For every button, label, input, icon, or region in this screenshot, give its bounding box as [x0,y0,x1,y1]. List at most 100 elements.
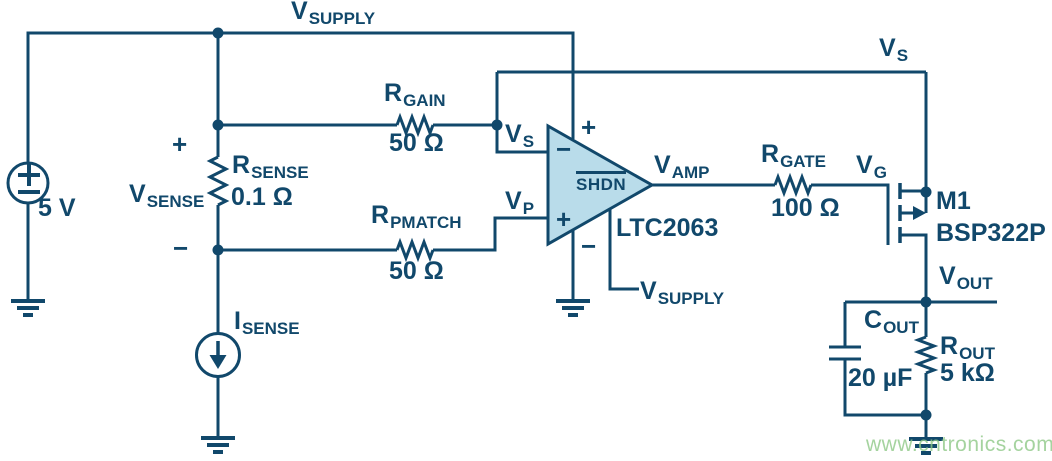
label-sub: GAIN [403,91,446,110]
label-r-gate-value: 100 Ω [771,194,840,222]
label-sub: SUPPLY [657,289,725,308]
label-main: R [761,140,780,168]
wire-cout-branch [843,302,926,417]
mosfet-body-arrow-icon [913,206,926,220]
label-r-gain: RGAIN [384,79,446,110]
label-main: V [856,151,873,179]
label-main: V [640,277,657,305]
current-source-isense [195,332,241,378]
label-c-out: COUT [864,306,919,337]
ground-symbols [11,299,943,455]
mosfet-symbol [898,183,928,302]
junction-dot [920,409,932,421]
wire-vsupply-rail [26,31,575,163]
opamp-shdn-label: SHDN [576,171,627,193]
label-main: V [939,262,956,290]
resistors [206,112,939,375]
wire-vs-input [495,72,548,154]
label-r-gate: RGATE [761,140,827,171]
label-main: V [129,180,146,208]
label-v-supply-rail: VSUPPLY [291,0,375,27]
label-v-amp: VAMP [654,151,710,182]
label-v-p: VP [505,187,535,218]
label-main: R [940,332,959,360]
opamp-part-number: LTC2063 [616,214,719,242]
mosfet-drain-stub [900,233,928,302]
label-v-s-top: VS [879,34,909,65]
voltage-source-5v [6,161,50,205]
label-r-pmatch: RPMATCH [371,201,462,232]
current-arrow-head-icon [209,355,227,369]
opamp-noninverting-input-mark: + [556,204,572,234]
label-sub: P [522,199,535,218]
label-v-g: VG [856,151,887,182]
label-v-supply-pin: VSUPPLY [640,277,725,308]
resistor-rgate [773,172,813,198]
junction-dot [212,119,224,131]
label-sub: PMATCH [390,213,462,232]
resistor-rsense [206,155,230,207]
label-main: V [654,151,671,179]
label-sub: AMP [671,163,710,182]
mosfet-part-number: BSP322P [936,219,1046,247]
label-r-sense: RSENSE [232,151,309,182]
sense-plus-mark: + [172,129,188,159]
label-i-sense: ISENSE [234,307,300,338]
label-sub: OUT [883,318,919,337]
label-r-out: ROUT [940,332,995,363]
ground-icon-isense [201,436,235,454]
site-watermark: www.cntronics.com [866,433,1052,456]
opamp-negative-supply-mark: − [581,231,597,261]
label-main: R [384,79,403,107]
label-r-gain-value: 50 Ω [389,129,444,157]
junction-dot [491,119,503,131]
resistor-rpmatch [395,237,435,263]
wire-vamp-output [652,183,890,245]
ground-icon-source [11,299,45,317]
capacitor-cout [829,345,861,361]
label-r-pmatch-value: 50 Ω [389,257,444,285]
label-main: I [234,307,241,335]
wire-rpmatch-row [218,216,548,252]
junction-dot [212,27,224,39]
label-sub: SENSE [146,192,205,211]
opamp-positive-supply-mark: + [581,112,597,142]
label-sub: S [896,46,909,65]
label-main: R [232,151,251,179]
opamp-inverting-input-mark: − [556,134,572,164]
label-main: V [291,0,308,25]
label-sub: SENSE [241,319,300,338]
label-r-sense-value: 0.1 Ω [231,183,293,211]
sense-minus-mark: − [173,233,189,263]
label-sub: OUT [959,344,995,363]
junction-dots [212,27,932,421]
label-main: V [505,187,522,215]
resistor-rgain [395,112,435,138]
label-sub: S [522,132,535,151]
label-sub: OUT [956,274,993,293]
mosfet-ref-designator: M1 [936,187,971,215]
plus-mark-icon [18,164,40,186]
ground-icon-opamp [556,299,590,317]
wire-vsupply-pin [608,209,639,291]
label-main: C [864,306,883,334]
label-c-out-value: 20 µF [848,364,913,392]
junction-dot [920,296,932,308]
resistor-rout [913,335,939,375]
label-source-value: 5 V [38,194,76,222]
ground-icon-output [909,437,943,455]
label-main: V [879,34,896,62]
label-sub: SUPPLY [308,9,376,28]
label-main: R [371,201,390,229]
label-sub: GATE [780,152,827,171]
opamp-triangle [546,123,656,247]
junction-dot [920,186,932,198]
label-sub: SENSE [251,163,309,182]
label-r-out-value: 5 kΩ [940,359,995,387]
label-v-sense: VSENSE [129,180,205,211]
label-sub: G [873,163,887,182]
label-v-out: VOUT [939,262,993,293]
label-main: V [505,120,522,148]
